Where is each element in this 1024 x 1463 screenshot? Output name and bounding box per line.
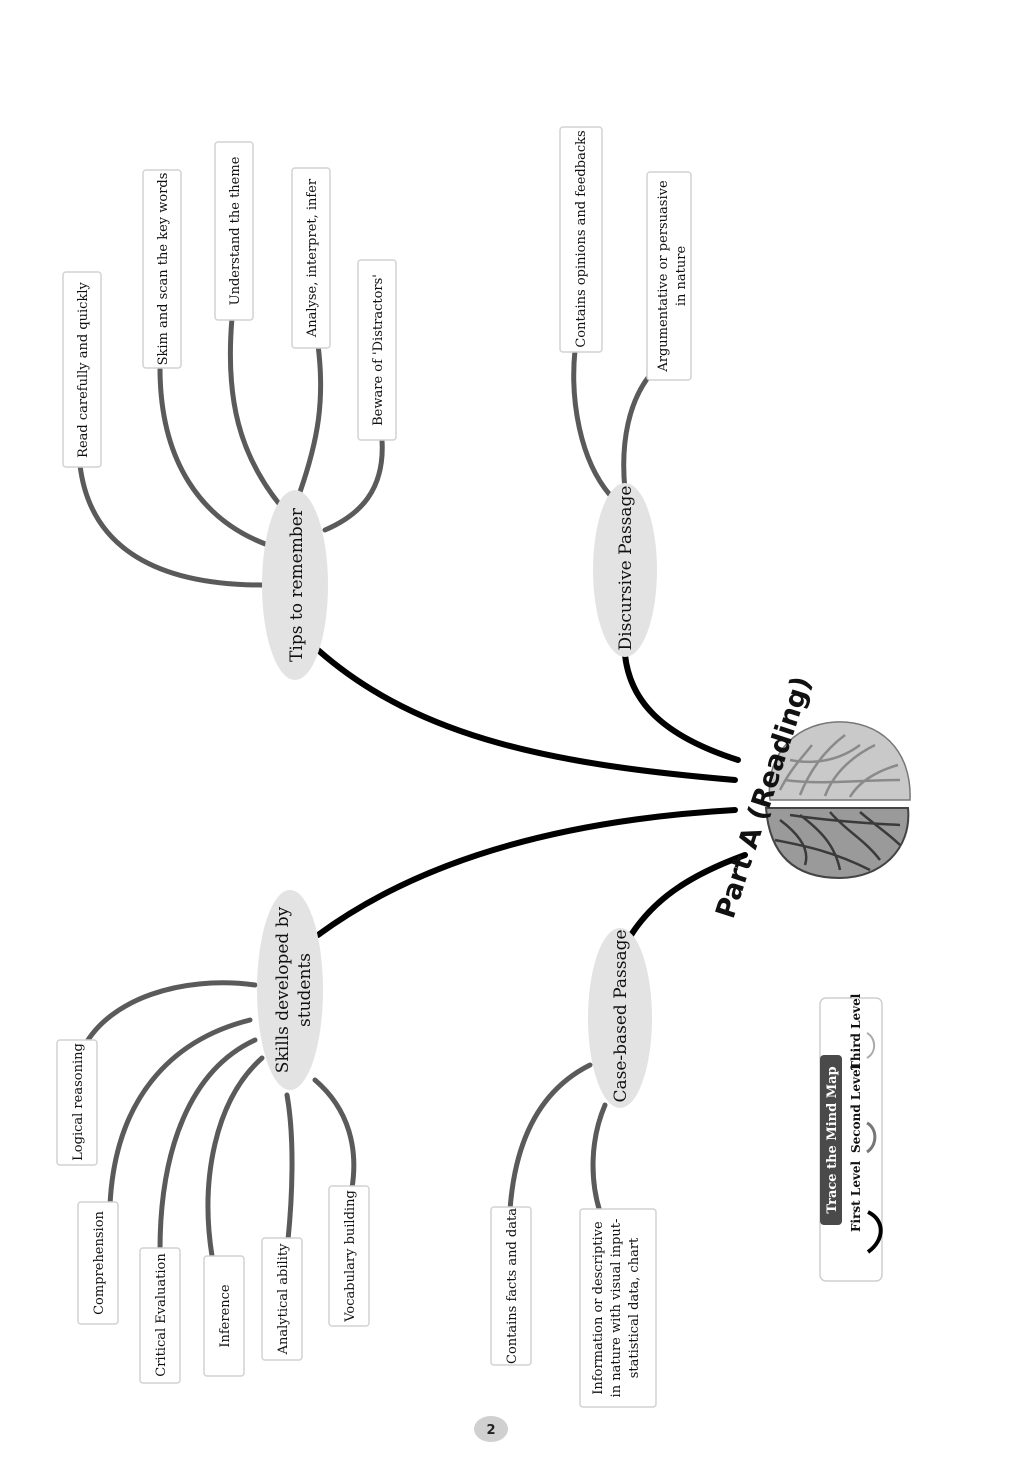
discursive-items: Contains opinions and feedbacks Argument… xyxy=(559,126,692,381)
connector-tips xyxy=(315,647,738,783)
skills-item: Comprehension xyxy=(92,1210,107,1314)
branch-discursive: Discursive Passage xyxy=(593,483,657,657)
skills-label-line2: students xyxy=(295,953,315,1027)
first-level-icon xyxy=(866,1210,883,1254)
tips-item: Read carefully and quickly xyxy=(76,282,91,458)
skills-item: Inference xyxy=(218,1284,233,1348)
discursive-label: Discursive Passage xyxy=(616,486,636,651)
third-level-icon xyxy=(866,1032,876,1059)
page-number-text: 2 xyxy=(486,1423,495,1438)
skills-item: Critical Evaluation xyxy=(154,1253,169,1377)
skills-item: Logical reasoning xyxy=(71,1043,86,1161)
skills-item: Vocabulary building xyxy=(343,1190,358,1323)
casebased-item: statistical data, chart xyxy=(627,1237,642,1378)
second-level-icon xyxy=(866,1121,877,1154)
branch-skills: Skills developed by students xyxy=(257,890,323,1090)
skills-items: Logical reasoning Comprehension Critical… xyxy=(56,1039,370,1384)
tips-item: Beware of 'Distractors' xyxy=(371,274,386,426)
legend-heading: Trace the Mind Map xyxy=(825,1066,840,1213)
first-level-connectors xyxy=(315,647,748,948)
discursive-item: Contains opinions and feedbacks xyxy=(574,130,589,347)
connector-skills xyxy=(315,807,738,938)
tips-label: Tips to remember xyxy=(287,507,307,662)
tips-item: Understand the theme xyxy=(228,156,243,305)
connector-casebased xyxy=(622,852,748,948)
discursive-item: Argumentative or persuasive xyxy=(656,180,671,373)
discursive-item: in nature xyxy=(674,246,689,307)
tips-items: Read carefully and quickly Skim and scan… xyxy=(62,141,397,468)
branch-tips: Tips to remember xyxy=(262,490,328,680)
page-number: 2 xyxy=(474,1416,508,1442)
casebased-item: Contains facts and data xyxy=(505,1208,520,1364)
tips-item: Analyse, interpret, infer xyxy=(305,178,320,338)
connector-discursive xyxy=(622,652,741,763)
legend-first-level: First Level xyxy=(849,1160,863,1232)
casebased-items: Contains facts and data Information or d… xyxy=(490,1206,657,1408)
casebased-item: Information or descriptive xyxy=(591,1221,606,1395)
tips-item: Skim and scan the key words xyxy=(156,173,171,366)
skills-label-line1: Skills developed by xyxy=(273,906,293,1073)
casebased-item: in nature with visual input- xyxy=(609,1219,624,1398)
legend-second-level: Second Level xyxy=(849,1064,863,1153)
legend: Trace the Mind Map First Level Second Le… xyxy=(819,993,883,1282)
legend-third-level: Third Level xyxy=(849,993,863,1070)
second-level-connectors xyxy=(77,315,653,1259)
branch-casebased: Case-based Passage xyxy=(588,928,652,1108)
brain-illustration xyxy=(764,721,911,880)
skills-item: Analytical ability xyxy=(276,1243,291,1355)
casebased-label: Case-based Passage xyxy=(611,929,631,1102)
